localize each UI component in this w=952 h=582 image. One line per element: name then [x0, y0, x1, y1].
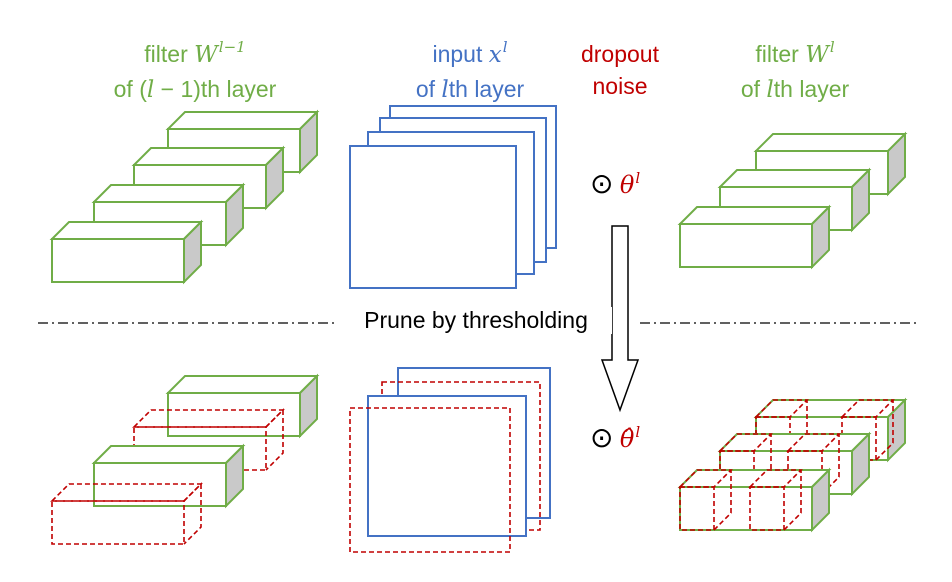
down-arrow-icon — [600, 225, 640, 413]
cur-filter-box — [677, 204, 832, 270]
cur-filter-label: filter Wl of lth layer — [710, 38, 880, 106]
cur-filter-line2-suffix: th layer — [773, 76, 850, 102]
theta-symbol: θ — [619, 171, 635, 199]
top-operator: ⊙ θl — [590, 168, 680, 204]
theta-hat-symbol: θ̂ — [619, 425, 635, 453]
prev-filter-superscript: l−1 — [218, 38, 246, 56]
prev-filter-box-pruned — [50, 482, 203, 545]
cur-filter-stack — [677, 131, 908, 270]
prev-filter-label-line1: filter Wl−1 — [70, 38, 320, 73]
pruned-input-map-stack — [349, 367, 551, 553]
cur-filter-symbol: W — [805, 42, 829, 68]
bottom-operator: ⊙ θ̂l — [590, 422, 680, 458]
prev-filter-stack — [49, 109, 320, 285]
prev-filter-line2-prefix: of ( — [113, 76, 147, 102]
prev-filter-box-kept — [91, 443, 246, 509]
theta-superscript: l — [635, 169, 641, 187]
dropout-line2: noise — [592, 73, 648, 99]
prune-label: Prune by thresholding — [340, 307, 612, 334]
prev-filter-box — [49, 219, 204, 285]
input-superscript: l — [502, 38, 508, 56]
cur-filter-word: filter — [755, 41, 799, 67]
input-map-pruned — [349, 407, 511, 553]
prev-filter-box-kept — [165, 373, 320, 439]
input-line2-prefix: of — [415, 76, 442, 102]
input-line2-var: l — [441, 77, 449, 103]
prev-filter-word: filter — [144, 41, 188, 67]
cur-filter-box-partial — [677, 467, 832, 533]
input-word: input — [432, 41, 483, 67]
dropout-line1: dropout — [580, 41, 659, 67]
input-label-line2: of lth layer — [380, 73, 560, 106]
input-label: input xl of lth layer — [380, 38, 560, 106]
input-map-stack — [349, 105, 557, 289]
prev-filter-line2-suffix: )th layer — [193, 76, 277, 102]
cur-filter-label-line2: of lth layer — [710, 73, 880, 106]
input-label-line1: input xl — [380, 38, 560, 73]
hadamard-icon: ⊙ — [590, 167, 614, 200]
theta-hat-superscript: l — [635, 423, 641, 441]
input-line2-suffix: th layer — [448, 76, 525, 102]
prev-filter-label-line2: of (l − 1)th layer — [70, 73, 320, 106]
input-symbol: x — [488, 42, 502, 68]
pruned-cur-filter-stack — [677, 397, 908, 533]
prev-filter-line2-var: l — [146, 77, 155, 103]
cur-filter-line2-var: l — [766, 77, 774, 103]
input-map-kept — [367, 395, 527, 537]
dropout-label: dropout noise — [560, 38, 680, 102]
prev-filter-label: filter Wl−1 of (l − 1)th layer — [70, 38, 320, 106]
cur-filter-label-line1: filter Wl — [710, 38, 880, 73]
prev-filter-symbol: W — [194, 42, 218, 68]
pruned-prev-filter-stack — [50, 373, 320, 545]
cur-filter-superscript: l — [829, 38, 835, 56]
prev-filter-line2-mid: − 1 — [154, 76, 194, 102]
input-map — [349, 145, 517, 289]
hadamard-icon: ⊙ — [590, 421, 614, 454]
cur-filter-line2-prefix: of — [740, 76, 767, 102]
